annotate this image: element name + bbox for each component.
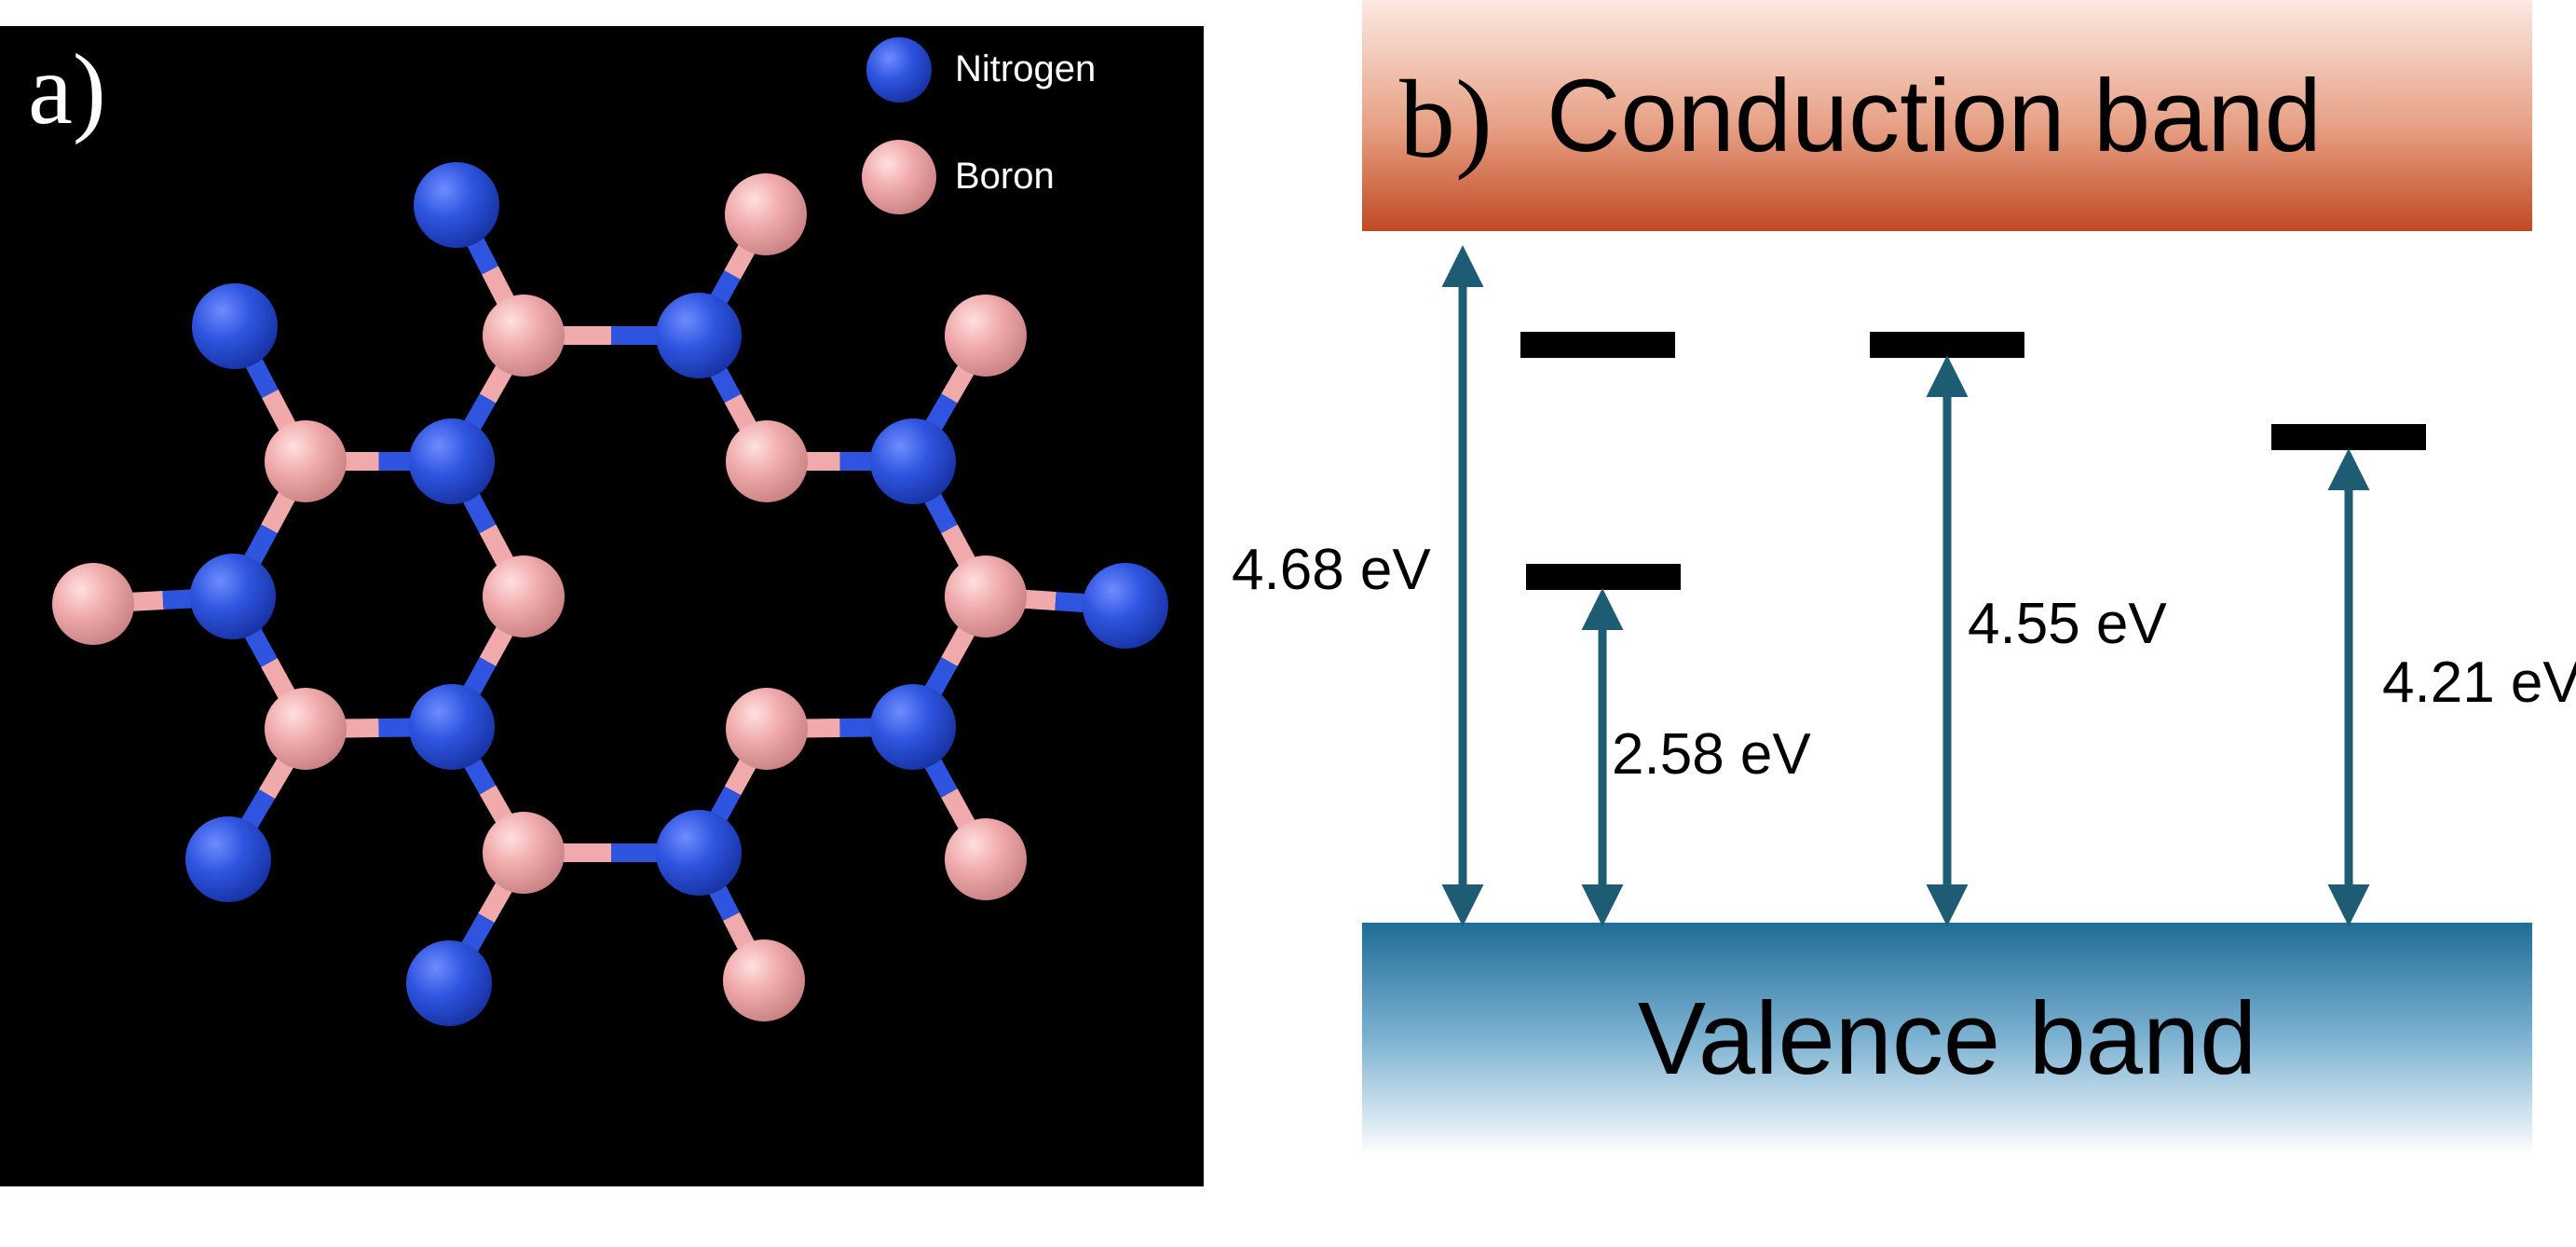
boron-atom-10	[52, 563, 134, 645]
defect-level-3	[1870, 332, 2024, 358]
nitrogen-atom-18	[870, 684, 956, 770]
boron-atom-3	[483, 295, 565, 377]
legend-boron-label: Boron	[955, 156, 1055, 197]
boron-atom-5	[945, 295, 1027, 377]
transition-label-4.55: 4.55 eV	[1968, 592, 2167, 656]
boron-atom-6	[265, 420, 347, 502]
nitrogen-atom-11	[190, 554, 276, 639]
conduction-band-label: Conduction band	[1547, 59, 2322, 173]
transition-label-4.21: 4.21 eV	[2382, 651, 2576, 715]
defect-level-4	[2271, 424, 2426, 450]
nitrogen-atom-14	[1083, 563, 1168, 649]
legend-nitrogen-label: Nitrogen	[955, 48, 1096, 89]
valence-band-label: Valence band	[1638, 981, 2257, 1096]
boron-atom-13	[945, 555, 1027, 637]
conduction-band	[1362, 0, 2532, 231]
boron-atom-1	[725, 173, 807, 255]
legend: Nitrogen Boron	[862, 37, 1096, 214]
panel-b-label: b)	[1399, 57, 1492, 181]
boron-atom-15	[265, 688, 347, 770]
nitrogen-atom-19	[185, 816, 271, 902]
boron-atom-17	[726, 688, 808, 770]
transition-label-4.68: 4.68 eV	[1232, 538, 1431, 602]
defect-level-2	[1526, 564, 1681, 590]
boron-atom-8	[726, 420, 808, 502]
boron-atom-24	[723, 939, 805, 1021]
legend-boron-swatch	[862, 140, 936, 214]
nitrogen-atom-7	[409, 418, 495, 504]
boron-atom-12	[483, 555, 565, 637]
valence-band	[1362, 923, 2532, 1156]
nitrogen-atom-0	[414, 162, 499, 248]
panel-b: b) Conduction band Valence band 4.68 eV …	[1232, 0, 2576, 1156]
nitrogen-atom-16	[409, 684, 495, 770]
panel-a: a) Nitrogen Boron	[0, 26, 1204, 1186]
boron-atom-21	[483, 812, 565, 894]
nitrogen-atom-9	[870, 418, 956, 504]
panel-a-label: a)	[28, 34, 106, 145]
nitrogen-atom-2	[192, 283, 278, 369]
transition-label-2.58: 2.58 eV	[1612, 722, 1811, 787]
legend-nitrogen-swatch	[866, 37, 932, 103]
boron-atom-20	[945, 818, 1027, 900]
defect-level-1	[1520, 332, 1675, 358]
boron-nitride-molecule	[52, 162, 1168, 1026]
nitrogen-atom-22	[656, 810, 742, 896]
nitrogen-atom-4	[656, 293, 742, 378]
nitrogen-atom-23	[406, 940, 492, 1026]
